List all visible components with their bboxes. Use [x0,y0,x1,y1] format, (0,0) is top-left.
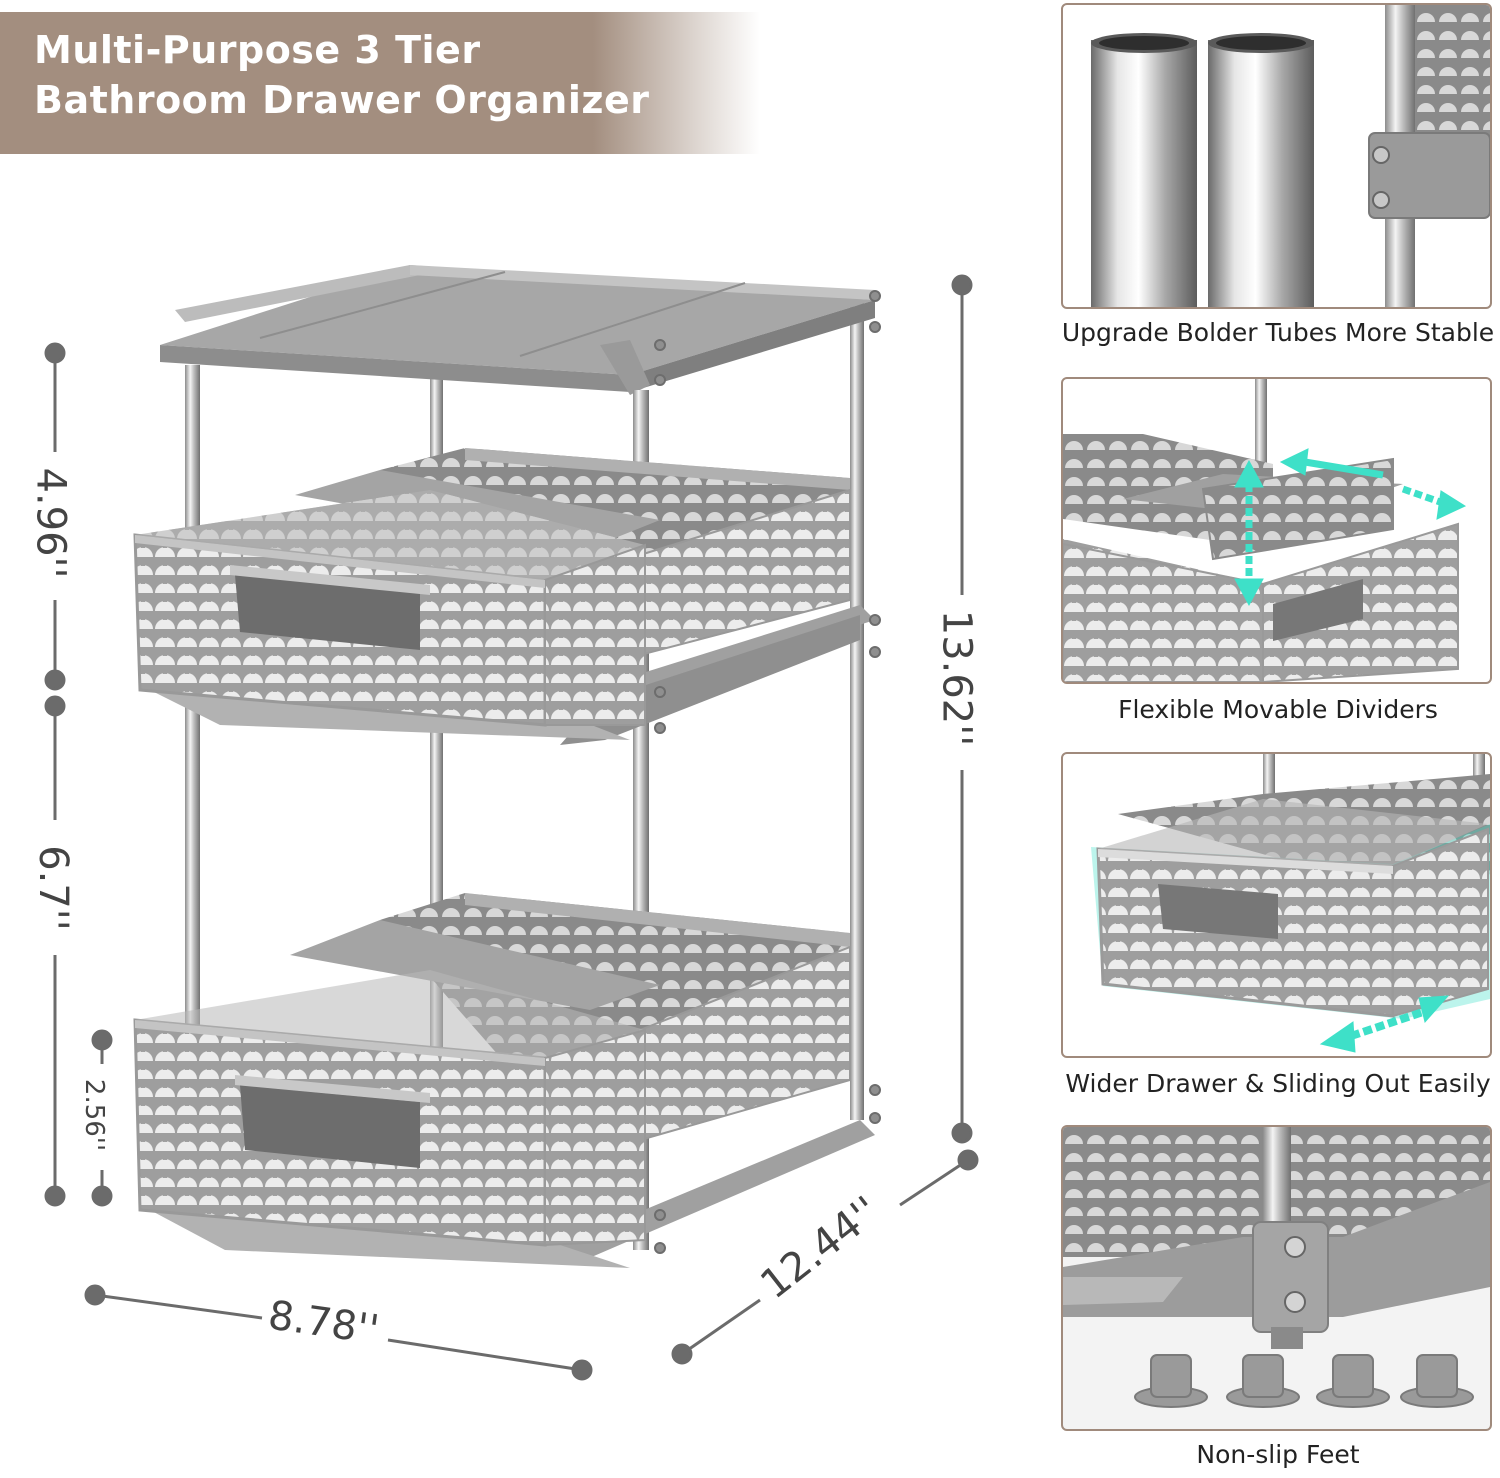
top-shelf [160,265,875,395]
title-banner: Multi-Purpose 3 Tier Bathroom Drawer Org… [0,12,760,154]
drawer-photo [1091,754,1490,1053]
banner-title-line-2: Bathroom Drawer Organizer [34,78,650,122]
dimension-lines [44,274,979,1381]
feature-panel-drawer [1061,752,1492,1058]
product-illustration [44,265,979,1381]
middle-drawer [133,448,851,727]
dimension-total-height: 13.62'' [933,609,980,747]
feet-photo [1063,1127,1490,1408]
caption-dividers: Flexible Movable Dividers [1118,695,1438,724]
slide-arrow-icon [1319,995,1450,1053]
banner-title-line-1: Multi-Purpose 3 Tier [34,28,481,72]
caption-tubes: Upgrade Bolder Tubes More Stable [1061,318,1495,347]
horizontal-arrow-icon [1279,448,1467,520]
vertical-arrow-icon [1234,459,1264,607]
feature-panel-dividers [1061,377,1492,684]
tubes-photo [1091,5,1490,307]
rubber-foot-icon [1134,1354,1474,1408]
caption-drawer: Wider Drawer & Sliding Out Easily [1065,1069,1491,1098]
dimension-top-tier: 4.96'' [27,467,74,579]
caption-feet: Non-slip Feet [1196,1440,1360,1469]
dimension-drawer-height: 2.56'' [79,1078,110,1152]
dimension-middle-tier: 6.7'' [29,845,76,931]
feature-panel-feet [1061,1125,1492,1431]
dividers-photo [1063,379,1467,682]
feature-panel-tubes [1061,3,1492,309]
bottom-drawer [133,893,851,1247]
